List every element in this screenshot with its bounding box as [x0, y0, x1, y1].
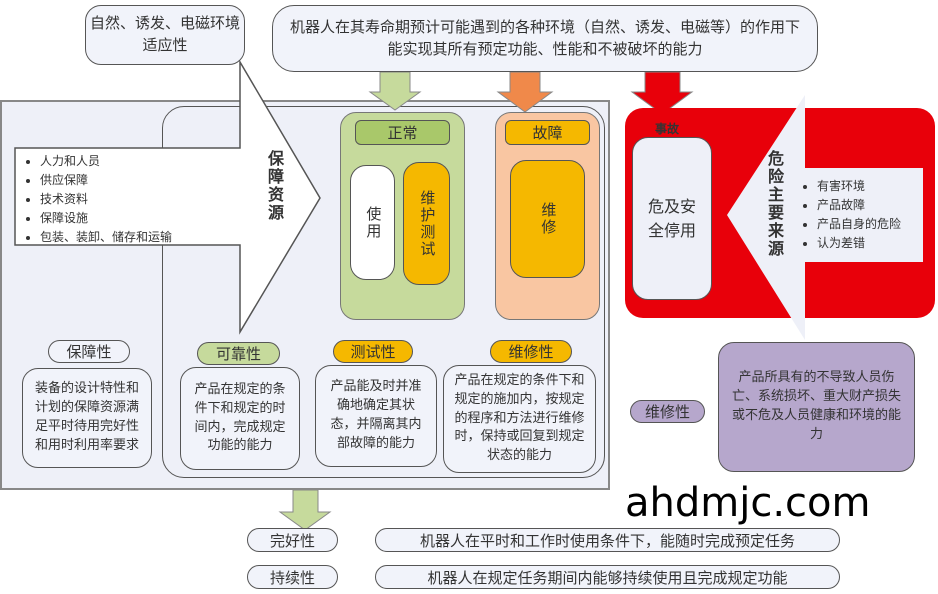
reliability-desc: 产品在规定的条件下和规定的时间内，完成规定功能的能力 [180, 367, 300, 470]
list-item: 产品故障 [817, 196, 901, 215]
hazard-arrow-label: 危险主要来源 [765, 150, 784, 258]
fault-title: 故障 [505, 120, 590, 145]
use-box: 使用 [350, 165, 395, 280]
hazard-arrow [727, 95, 923, 340]
orange-down-arrow [496, 71, 554, 113]
list-item: 供应保障 [40, 171, 172, 190]
green-down-arrow [368, 71, 422, 111]
hazard-list: 有害环境 产品故障 产品自身的危险 认为差错 [795, 177, 901, 253]
maintainability-desc: 产品在规定的条件下和规定的施加内，按规定的程序和方法进行维修时，保持或回复到规定… [443, 365, 596, 473]
list-item: 包装、装卸、储存和运输 [40, 228, 172, 247]
supportability-desc: 装备的设计特性和计划的保障资源满足平时待用完好性和用时利用率要求 [22, 368, 152, 468]
safety-pill: 维修性 [630, 400, 705, 423]
list-item: 人力和人员 [40, 152, 172, 171]
bottom-green-arrow [278, 489, 332, 531]
support-arrow-label: 保障资源 [265, 150, 284, 222]
definition-box: 机器人在其寿命期预计可能遇到的各种环境（自然、诱发、电磁等）的作用下能实现其所有… [272, 5, 818, 72]
repair-box: 维修 [510, 160, 585, 278]
list-item: 产品自身的危险 [817, 215, 901, 234]
accident-title: 事故 [655, 122, 680, 136]
env-callout-text: 自然、诱发、电磁环境适应性 [90, 14, 241, 54]
desc-text: 产品所具有的不导致人员伤亡、系统损坏、重大财产损失或不危及人员健康和环境的能力 [731, 370, 901, 442]
maintainability-pill: 维修性 [490, 340, 572, 363]
inner-panel [162, 106, 605, 478]
maintain-test-box: 维护测试 [403, 162, 450, 285]
normal-title: 正常 [355, 120, 450, 145]
support-list: 人力和人员 供应保障 技术资料 保障设施 包装、装卸、储存和运输 [18, 152, 172, 247]
testability-desc: 产品能及时并准确地确定其状态，并隔离其内部故障的能力 [315, 365, 437, 467]
readiness-pill: 完好性 [247, 528, 338, 552]
reliability-pill: 可靠性 [197, 342, 280, 365]
list-item: 认为差错 [817, 234, 901, 253]
definition-text: 机器人在其寿命期预计可能遇到的各种环境（自然、诱发、电磁等）的作用下能实现其所有… [289, 17, 800, 58]
desc-text: 产品在规定的条件下和规定的施加内，按规定的程序和方法进行维修时，保持或回复到规定… [454, 372, 585, 464]
sustainability-pill: 持续性 [247, 565, 338, 589]
desc-text: 产品在规定的条件下和规定的时间内，完成规定功能的能力 [194, 381, 286, 454]
red-down-arrow [630, 71, 694, 115]
desc-text: 装备的设计特性和计划的保障资源满足平时待用完好性和用时利用率要求 [34, 381, 139, 453]
stop-text: 危及安全停用 [647, 197, 696, 240]
stop-box: 危及安全停用 [632, 137, 712, 300]
env-callout: 自然、诱发、电磁环境适应性 [85, 5, 245, 65]
testability-pill: 测试性 [333, 340, 413, 363]
list-item: 技术资料 [40, 190, 172, 209]
sustainability-desc: 机器人在规定任务期间内能够持续使用且完成规定功能 [375, 565, 840, 589]
watermark: ahdmjc.com [625, 480, 871, 526]
desc-text: 产品能及时并准确地确定其状态，并隔离其内部故障的能力 [330, 379, 422, 451]
readiness-desc: 机器人在平时和工作时使用条件下，能随时完成预定任务 [375, 528, 840, 552]
safety-desc: 产品所具有的不导致人员伤亡、系统损坏、重大财产损失或不危及人员健康和环境的能力 [718, 342, 915, 472]
supportability-pill: 保障性 [48, 340, 130, 363]
support-arrow [14, 59, 321, 335]
list-item: 保障设施 [40, 209, 172, 228]
list-item: 有害环境 [817, 177, 901, 196]
